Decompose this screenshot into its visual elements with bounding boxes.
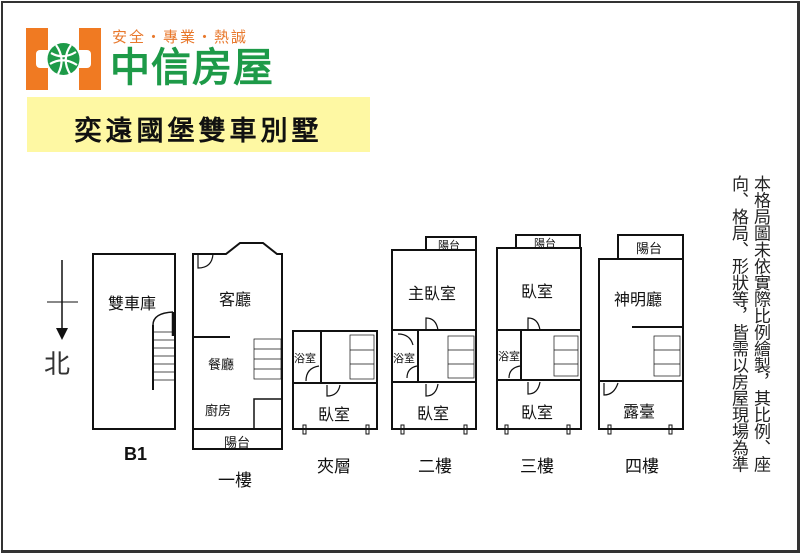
property-title-banner: 奕遠國堡雙車別墅 [27,97,370,152]
floor-4-plan [598,234,684,435]
room-label: 浴室 [294,352,316,365]
room-label: 陽台 [636,242,663,257]
property-title: 奕遠國堡雙車別墅 [74,116,323,147]
room-label: 臥室 [318,405,351,424]
floor-1-plan [192,242,283,450]
floor-label-1f: 一樓 [218,471,252,491]
floor-2-plan [391,236,477,435]
room-label: 陽台 [224,436,251,451]
room-label: 陽台 [534,237,556,250]
floor-b1-plan [92,253,176,430]
floor-label-mezzanine: 夾層 [317,457,351,477]
room-label: 臥室 [521,403,554,422]
room-label: 餐廳 [208,358,235,373]
floor-mezzanine-plan [292,330,378,435]
room-label: 廚房 [205,404,232,419]
floor-label-4f: 四樓 [625,457,659,477]
room-label: 露臺 [623,402,656,421]
room-label: 陽台 [438,239,460,252]
room-label: 雙車庫 [108,294,157,313]
floor-3-plan [496,234,582,435]
floor-label-3f: 三樓 [520,457,554,477]
floor-label-2f: 二樓 [418,457,452,477]
room-label: 臥室 [521,282,554,301]
north-label: 北 [44,350,71,380]
disclaimer-column-2: 向、格局、形狀等，皆需以房屋現場為準 [728,175,748,472]
room-label: 主臥室 [408,284,457,303]
room-label: 客廳 [219,290,252,309]
company-slogan: 安全・專業・熱誠 [112,28,249,46]
disclaimer-column-1: 本格局圖未依實際比例繪製，其比例、座 [750,175,770,472]
floor-label-b1: B1 [124,444,148,464]
room-label: 浴室 [393,352,415,365]
room-label: 浴室 [498,350,520,363]
company-name: 中信房屋 [110,45,274,91]
room-label: 臥室 [417,404,450,423]
company-logo-icon [26,28,101,90]
north-arrow-icon [47,260,78,340]
room-label: 神明廳 [614,290,663,309]
